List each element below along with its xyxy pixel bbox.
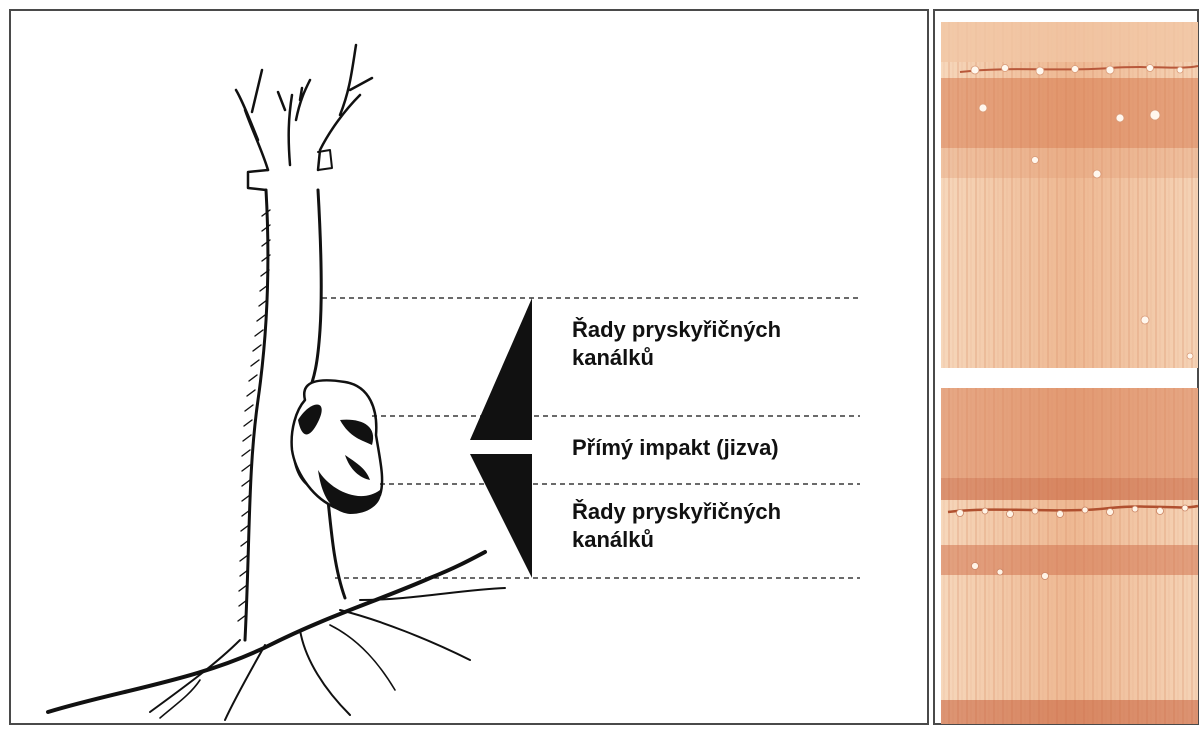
label-direct-impact: Přímý impakt (jizva): [572, 434, 779, 462]
crown-mid: [278, 80, 310, 165]
root-4: [340, 610, 470, 660]
label-resin-canals-lower-line1: Řady pryskyřičných: [572, 498, 781, 526]
trunk-left-edge: [245, 190, 268, 640]
root-7: [160, 680, 200, 718]
lower-wedge: [470, 454, 532, 578]
upper-micrograph: [941, 22, 1198, 368]
label-resin-canals-upper-line1: Řady pryskyřičných: [572, 316, 781, 344]
root-3: [300, 630, 350, 715]
upper-wedge: [470, 298, 532, 440]
crown-left: [236, 70, 268, 170]
label-resin-canals-upper: Řady pryskyřičných kanálků: [572, 316, 781, 372]
trunk-hatching: [238, 210, 270, 621]
label-resin-canals-upper-line2: kanálků: [572, 344, 781, 372]
ground-line: [48, 552, 485, 712]
root-6: [330, 625, 395, 690]
label-resin-canals-lower-line2: kanálků: [572, 526, 781, 554]
label-direct-impact-text: Přímý impakt (jizva): [572, 434, 779, 462]
label-resin-canals-lower: Řady pryskyřičných kanálků: [572, 498, 781, 554]
trunk-right-edge-lower: [328, 500, 345, 598]
tree-illustration: [48, 45, 505, 720]
trunk-right-edge: [305, 190, 321, 400]
branch-stub: [248, 170, 268, 190]
root-1: [150, 640, 240, 712]
lower-micrograph: [941, 388, 1198, 724]
